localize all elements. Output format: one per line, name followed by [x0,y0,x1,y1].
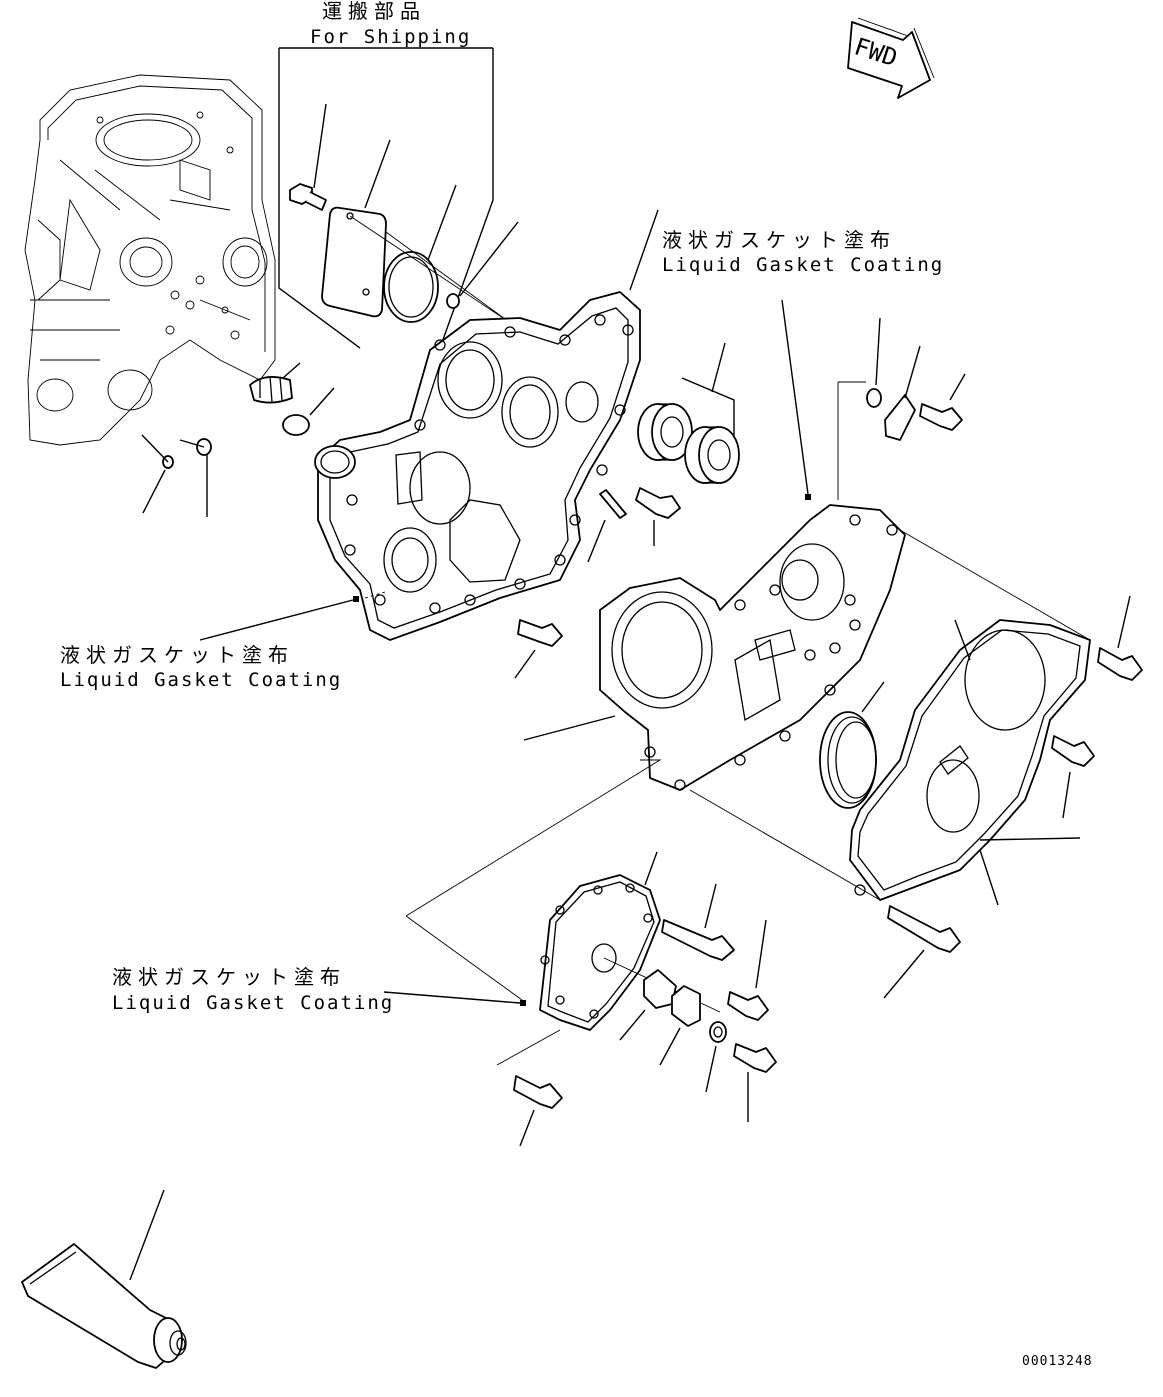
cover-plate [321,206,387,318]
gasket-label-en: Liquid Gasket Coating [112,992,394,1014]
leader-lines [681,342,735,438]
alignment-lines [405,529,1091,1001]
bolt [727,991,769,1021]
bolt [513,1075,563,1109]
shipping-bolt [289,183,327,211]
small-cover [884,394,916,441]
leader-lines [514,649,536,679]
leader-lines [954,619,1081,906]
leader-lines [129,1189,165,1281]
bolt [1051,735,1095,767]
leader-lines [619,1009,717,1093]
bolt [1097,647,1143,681]
leader-lines [313,103,519,297]
bushings [637,403,740,484]
oil-seal [819,711,877,809]
gasket-point [805,494,811,500]
oil-filler-cap [249,375,293,404]
o-ring-large [383,251,439,323]
leader-lines [523,715,616,741]
leader-lines [1117,595,1131,649]
gasket-label-jp: 液状ガスケット塗布 [60,643,294,667]
gasket-label-jp: 液状ガスケット塗布 [112,965,346,989]
forward-arrow-icon: FWD [847,17,935,99]
leader-lines [861,681,885,713]
leader-lines [875,317,966,401]
gasket-label-en: Liquid Gasket Coating [662,254,944,276]
bolt [661,919,735,961]
shipping-label-jp: 運搬部品 [322,0,426,23]
gasket-label-bottom: 液状ガスケット塗布 Liquid Gasket Coating [112,965,394,1014]
alignment-lines [837,381,866,500]
leader-lines [587,519,606,563]
leader-lines [519,1109,535,1147]
engine-block [24,74,276,446]
front-gear-case [314,291,641,641]
gasket-point [353,596,359,602]
o-ring-small [866,388,882,408]
leader-lines [883,949,925,999]
rear-gasket [849,619,1091,901]
gasket-label-en: Liquid Gasket Coating [60,669,342,691]
gasket-label-top-right: 液状ガスケット塗布 Liquid Gasket Coating [662,228,944,276]
dowel-pin [599,489,627,519]
gasket-label-left: 液状ガスケット塗布 Liquid Gasket Coating [60,643,342,691]
o-ring-small [446,293,460,309]
bolt [887,905,961,953]
gasket-leader [781,299,809,495]
gasket-leader [199,599,354,641]
o-ring [282,414,310,436]
gasket-label-jp: 液状ガスケット塗布 [662,228,896,252]
leader-lines [755,919,767,989]
lower-cover-plate [539,874,661,1031]
bolt [517,619,563,647]
bolt [733,1043,777,1073]
shipping-parts-label: 運搬部品 For Shipping [310,0,471,48]
leader-lines [282,362,335,416]
drawing-code: 00013248 [1022,1354,1093,1369]
leader-lines [629,209,659,291]
liquid-gasket-tube [21,1243,187,1369]
gasket-point [520,1000,526,1006]
leader-lines [704,883,717,929]
shipping-label-en: For Shipping [310,26,471,48]
gasket-leader [383,991,521,1004]
bolt [635,487,681,519]
washer [709,1021,727,1043]
leader-lines [141,434,208,517]
small-cover [671,985,701,1027]
gear-housing-plate [599,504,906,791]
bolt [919,403,963,431]
leader-lines [1062,771,1071,819]
leader-lines [644,851,658,886]
